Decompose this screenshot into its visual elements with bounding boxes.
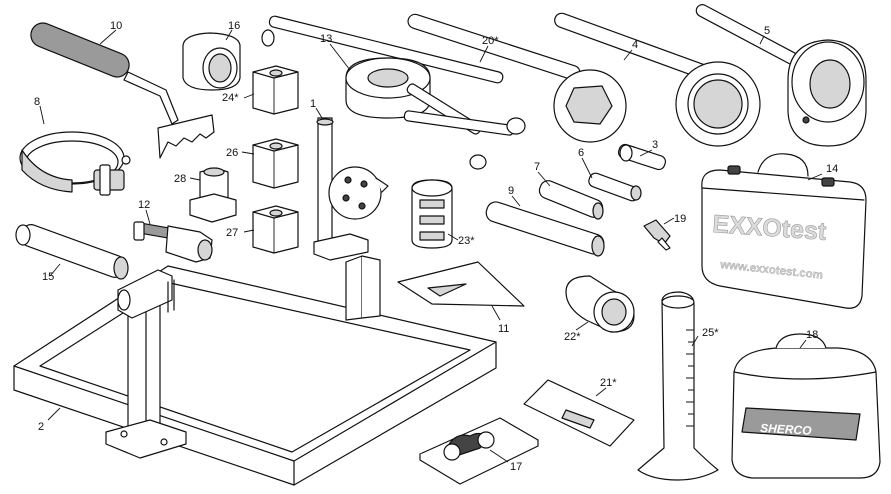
part-3-pin xyxy=(617,143,667,171)
label-28: 28 xyxy=(174,173,186,185)
label-7: 7 xyxy=(534,161,540,173)
part-7-tube xyxy=(538,180,604,220)
part-15-socket xyxy=(15,224,129,280)
part-20-ring-spanner xyxy=(407,13,627,143)
label-16: 16 xyxy=(228,20,240,32)
label-5: 5 xyxy=(764,25,770,37)
label-23: 23* xyxy=(458,235,475,247)
label-3: 3 xyxy=(652,139,658,151)
part-22-sleeve-tube xyxy=(565,275,635,333)
part-28-hex-adapter xyxy=(189,167,237,223)
part-17-manual-booklet xyxy=(419,417,539,485)
part-9-tube xyxy=(485,201,605,257)
label-17: 17 xyxy=(510,461,522,473)
bag-brand-text: SHERCO xyxy=(760,421,813,438)
label-26: 26 xyxy=(226,147,238,159)
label-19: 19 xyxy=(674,213,686,225)
label-25: 25* xyxy=(702,327,719,339)
label-24: 24* xyxy=(222,92,239,104)
leader-lines xyxy=(39,29,823,463)
label-1: 1 xyxy=(310,98,316,110)
part-14-carrying-case: EXXOtest www.exxotest.com xyxy=(701,153,867,309)
case-brand-text: EXXOtest xyxy=(712,210,828,246)
label-22: 22* xyxy=(564,331,581,343)
label-14: 14 xyxy=(826,163,838,175)
part-18-bag: SHERCO xyxy=(731,333,881,479)
label-18: 18 xyxy=(806,329,818,341)
part-2-tray-stand xyxy=(13,255,497,486)
part-10-handle-tool xyxy=(30,22,215,159)
label-8: 8 xyxy=(34,96,40,108)
part-26-block xyxy=(252,138,299,189)
cylinder-graduation-marks xyxy=(686,329,694,427)
label-21: 21* xyxy=(600,377,617,389)
part-24-block xyxy=(252,65,299,115)
label-12: 12 xyxy=(138,199,150,211)
part-16-sleeve xyxy=(182,32,241,91)
label-9: 9 xyxy=(508,185,514,197)
part-23-split-collet xyxy=(411,179,453,249)
part-number-labels: 10 16 24* 13 20* 4 5 8 1 3 6 7 14 26 28 … xyxy=(34,20,838,473)
part-11-gauge-plate xyxy=(397,261,525,307)
part-4-pin-spanner xyxy=(554,12,761,147)
label-10: 10 xyxy=(110,20,122,32)
part-8-clamp-band xyxy=(19,131,131,196)
label-20: 20* xyxy=(482,35,499,47)
part-25-measuring-cylinder xyxy=(637,291,719,481)
label-15: 15 xyxy=(42,271,54,283)
part-13-puller xyxy=(261,15,526,170)
label-27: 27 xyxy=(226,227,238,239)
part-21-flat-plate xyxy=(523,379,635,447)
label-11: 11 xyxy=(498,323,509,335)
part-5-ring-tool xyxy=(695,4,867,147)
label-2: 2 xyxy=(38,421,44,433)
label-13: 13 xyxy=(320,33,332,45)
part-6-pin xyxy=(588,172,642,202)
part-1-stand-plate xyxy=(313,117,389,261)
part-12-bolt-nut xyxy=(133,221,213,263)
part-19-connector xyxy=(643,219,671,251)
part-27-block xyxy=(252,205,299,254)
label-4: 4 xyxy=(632,39,638,51)
label-6: 6 xyxy=(578,147,584,159)
